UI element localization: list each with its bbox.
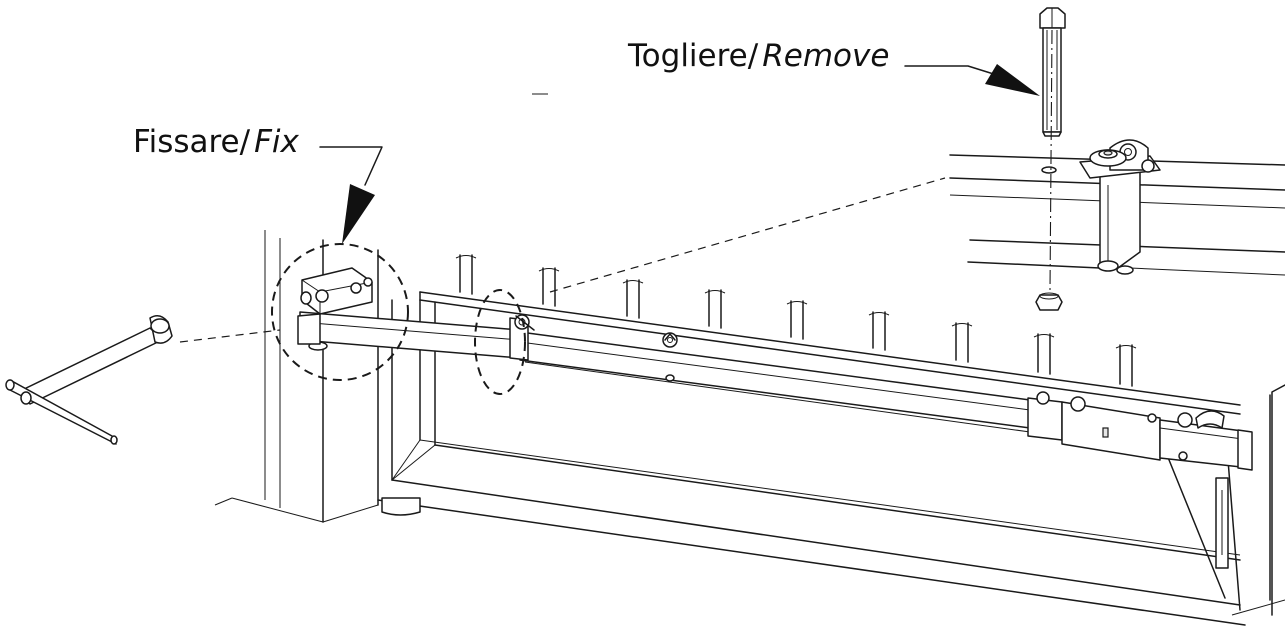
remove-callout: Togliere/Remove <box>627 38 1040 96</box>
remove-label: Togliere/Remove <box>627 38 889 74</box>
t-wrench-icon <box>5 315 173 445</box>
remove-arrow-icon <box>985 64 1040 96</box>
bolt-icon <box>1039 7 1066 137</box>
fix-detail-circle <box>271 243 409 381</box>
post-bracket <box>297 267 373 351</box>
exploded-detail-view <box>949 139 1285 311</box>
telescopic-arm <box>299 311 1253 471</box>
remove-detail-ellipse <box>474 289 526 395</box>
fix-label: Fissare/Fix <box>133 124 300 160</box>
bolt-axis-line <box>1049 29 1053 291</box>
detail-projection-line <box>549 177 946 293</box>
fix-arrow-icon <box>342 184 375 244</box>
tool-guide-line <box>179 329 281 343</box>
fix-callout: Fissare/Fix <box>133 124 383 244</box>
gate-bars <box>455 254 1137 387</box>
